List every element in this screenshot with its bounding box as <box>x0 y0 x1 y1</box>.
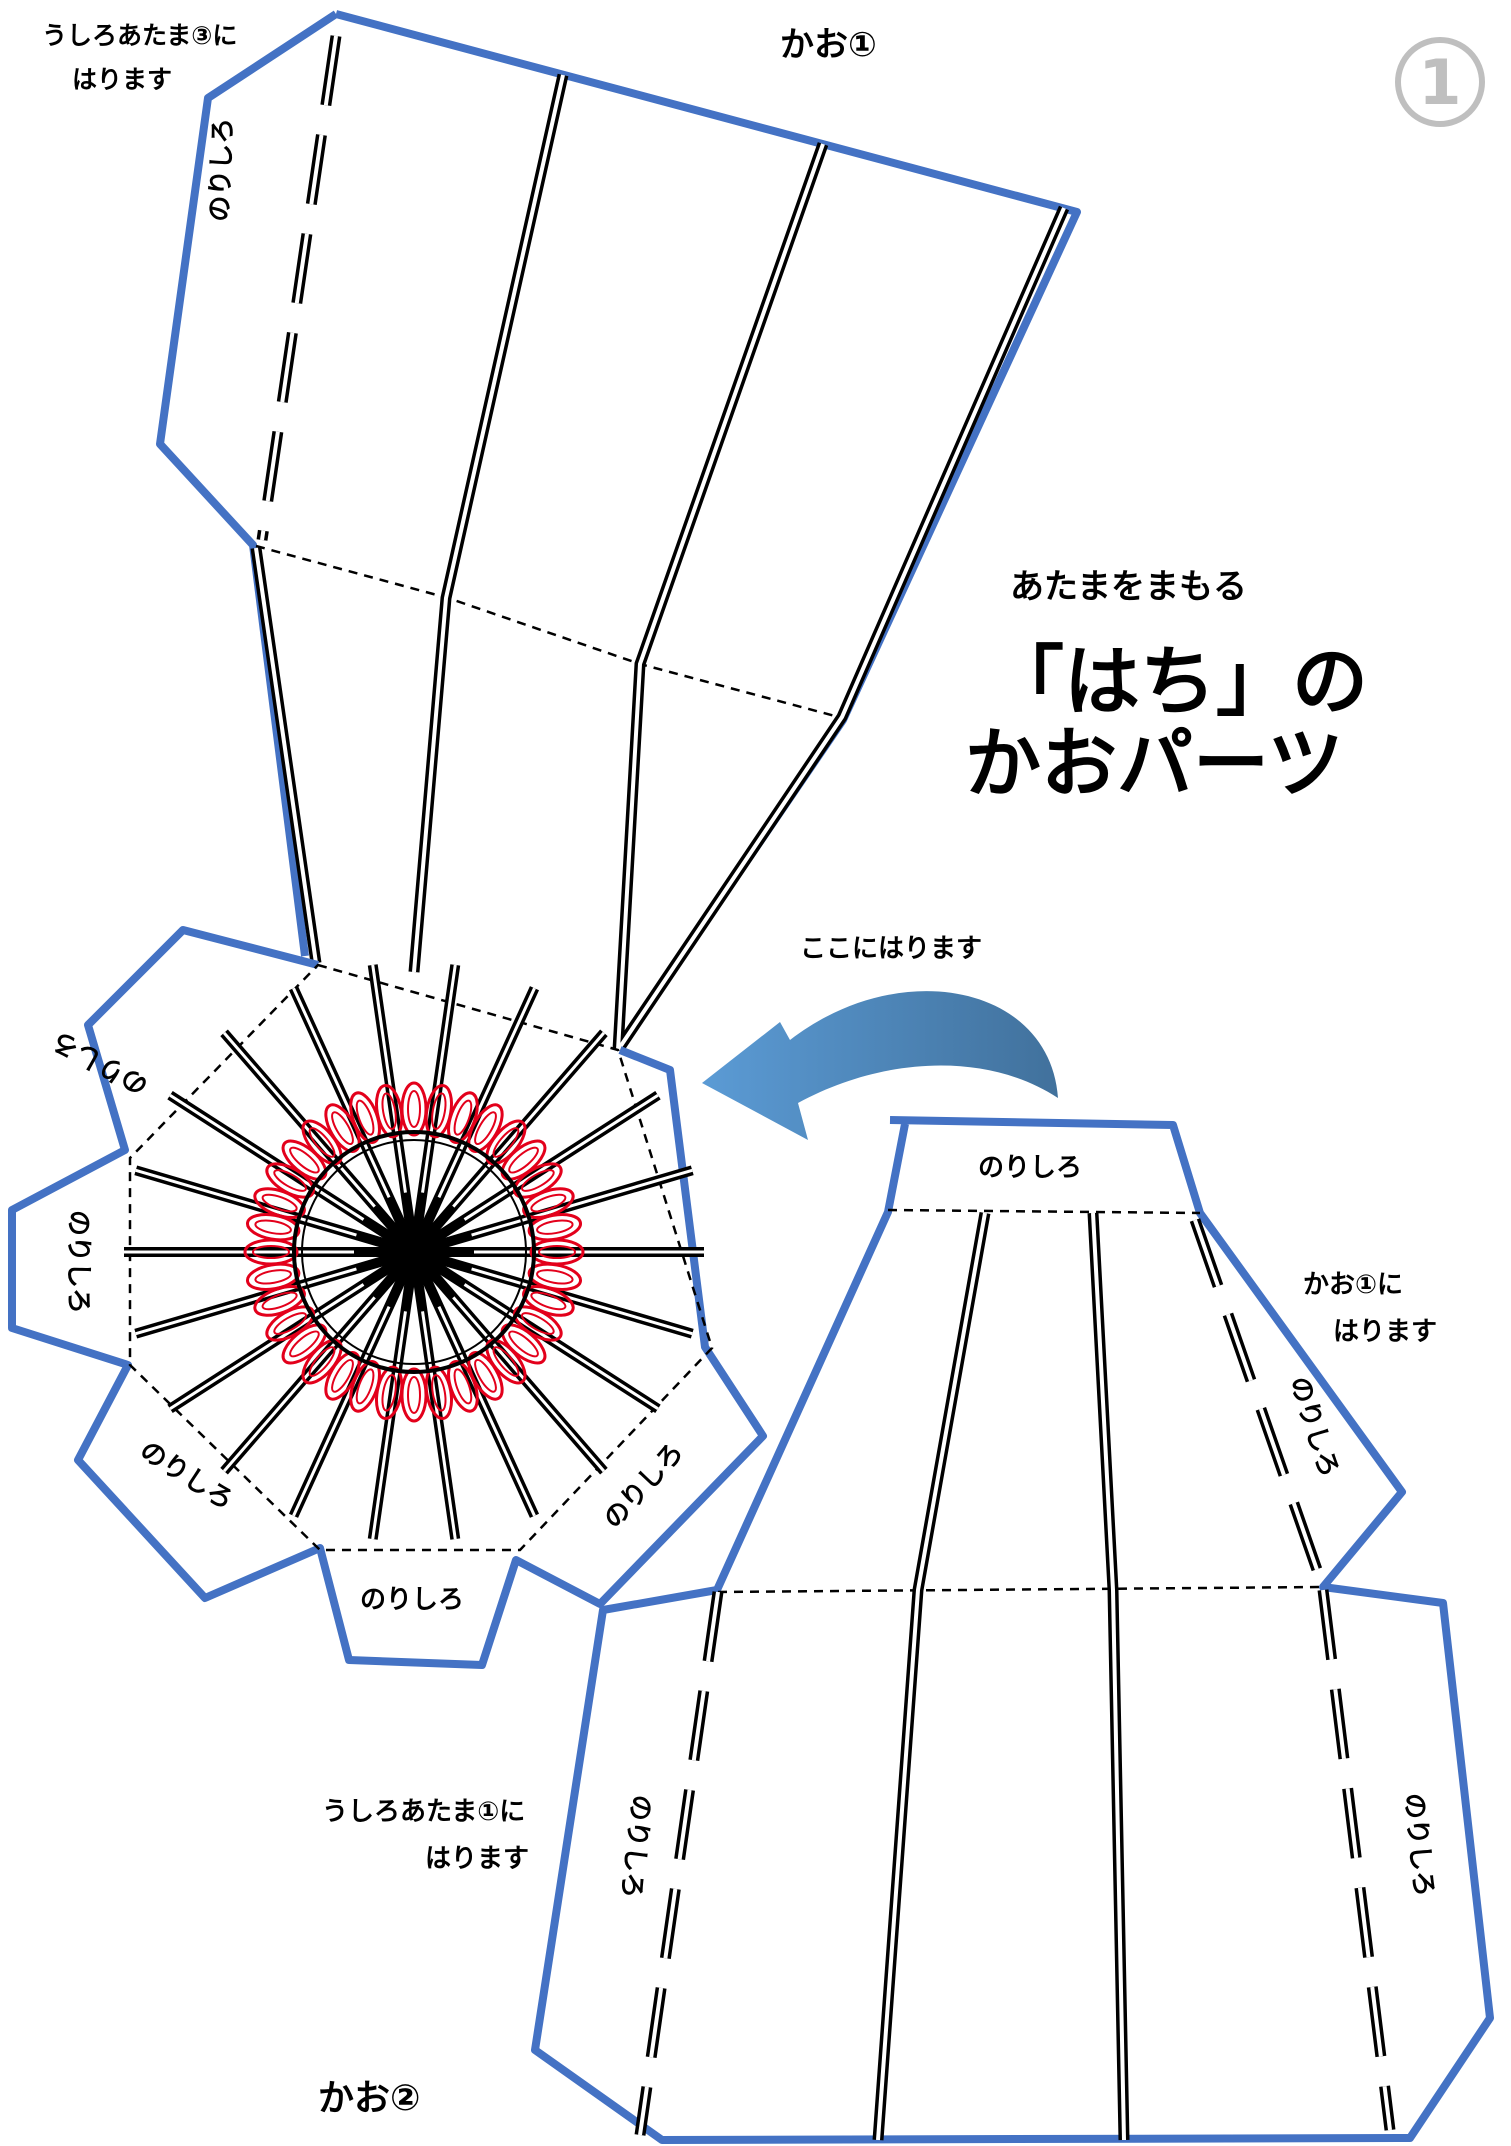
spoke-inner <box>463 1093 659 1221</box>
back3-attach-line1: うしろあたま③に <box>42 21 237 50</box>
spoke-inner <box>292 987 391 1199</box>
eye-ring-petals <box>243 1081 585 1423</box>
face2-label: かお② <box>318 2078 420 2119</box>
face2-piece: のりしろ のりしろ のりしろ のりしろ <box>531 1116 1494 2144</box>
eye-glue-tab-left: のりしろ <box>63 1210 93 1314</box>
eye-ring-petal-inner <box>530 1291 567 1311</box>
attach-here-label: ここにはります <box>800 934 982 964</box>
back3-attach-line2: はります <box>72 65 172 94</box>
eye-ring-petal-inner <box>289 1146 320 1174</box>
eye-ring-petal-inner <box>381 1092 397 1130</box>
eye-ring-petal-inner <box>536 1269 574 1285</box>
eye-ring-petal-inner <box>536 1219 574 1235</box>
spoke-inner <box>437 1305 536 1517</box>
eye-ring-petal-inner <box>453 1099 473 1136</box>
spoke-inner <box>452 1031 606 1208</box>
eye-glue-tab-bottom: のりしろ <box>360 1585 464 1615</box>
eye-ring-petal-inner <box>520 1169 555 1192</box>
face2-glue-tab-left: のりしろ <box>615 1793 656 1900</box>
eye-ring-petal-inner <box>331 1358 354 1393</box>
spoke-inner <box>135 1267 357 1336</box>
radial-spokes <box>124 964 704 1540</box>
eye-ring-petal-inner <box>538 1245 576 1259</box>
page-number-badge: 1 <box>1395 37 1485 127</box>
spoke-inner <box>292 1305 391 1517</box>
spoke-inner <box>471 1267 693 1336</box>
eye-ring-petal-inner <box>474 1111 497 1146</box>
eye-ring-petal-inner <box>273 1169 308 1192</box>
eye-ring-petal-inner <box>431 1374 447 1412</box>
spoke-inner <box>169 1283 365 1411</box>
eye-ring-petal-inner <box>530 1193 567 1213</box>
spoke-inner <box>421 1311 457 1540</box>
eye-ring-petal-inner <box>254 1269 292 1285</box>
spoke-inner <box>471 1168 693 1237</box>
eye-ring-petal-inner <box>407 1090 421 1128</box>
title-line3: かおパーツ <box>965 719 1343 808</box>
eye-ring-petal-inner <box>431 1092 447 1130</box>
face1-attach-line2: はります <box>1333 1317 1437 1347</box>
spoke-inner <box>169 1093 365 1221</box>
back1-attach-line2: はります <box>425 1844 529 1874</box>
eye-ring-petal-inner <box>492 1127 520 1158</box>
eye-ring-petal-inner <box>289 1330 320 1358</box>
face1-outline <box>156 10 1081 1053</box>
eye-glue-tab-upper-left: のりしろ <box>47 1025 153 1100</box>
face2-glue-tab-right-upper: のりしろ <box>1283 1373 1344 1481</box>
face2-glue-tab-right: のりしろ <box>1398 1792 1439 1899</box>
face2-outline <box>531 1116 1494 2144</box>
eye-ring-petal-inner <box>355 1368 375 1405</box>
spoke-inner <box>421 964 457 1193</box>
back1-attach-line1: うしろあたま①に <box>322 1797 525 1827</box>
spoke-inner <box>452 1296 606 1473</box>
spoke-inner <box>222 1031 376 1208</box>
eye-ring-petal-inner <box>261 1193 298 1213</box>
face1-attach-line1: かお①に <box>1303 1270 1403 1300</box>
eye-ring-petal-inner <box>261 1291 298 1311</box>
eye-ring-petal-inner <box>331 1111 354 1146</box>
face1-piece: のりしろ <box>156 10 1081 1054</box>
eye-ring-petal-inner <box>252 1245 290 1259</box>
page-number: 1 <box>1418 46 1461 119</box>
eye-glue-tab-lower-left: のりしろ <box>134 1435 238 1516</box>
eye-ring-petal-inner <box>492 1346 520 1377</box>
eye-ring-petal-inner <box>381 1374 397 1412</box>
title-line1: あたまをまもる <box>1010 567 1247 607</box>
face1-glue-tab-label: のりしろ <box>205 117 239 222</box>
spoke-inner <box>371 1311 407 1540</box>
spoke-inner <box>463 1283 659 1411</box>
face1-label: かお① <box>780 25 877 65</box>
face2-glue-tab-top: のりしろ <box>978 1153 1082 1183</box>
eye-ring-petal-inner <box>520 1312 555 1335</box>
eye-flower-piece: のりしろ のりしろ のりしろ のりしろ のりしろ <box>8 926 767 1669</box>
eye-ring-petal-inner <box>407 1376 421 1414</box>
eye-flower-outline <box>8 926 767 1669</box>
eye-ring-petal-inner <box>308 1127 336 1158</box>
eye-ring-petal-inner <box>273 1312 308 1335</box>
eye-ring-petal-inner <box>453 1368 473 1405</box>
eye-ring-petal <box>375 1083 404 1139</box>
spoke-inner <box>437 987 536 1199</box>
eye-ring-petal-inner <box>254 1219 292 1235</box>
spoke-inner <box>371 964 407 1193</box>
eye-ring-petal-inner <box>355 1099 375 1136</box>
spoke-inner <box>222 1296 376 1473</box>
eye-ring-petal-inner <box>508 1146 539 1174</box>
eye-ring-petal-inner <box>508 1330 539 1358</box>
spoke-inner <box>135 1168 357 1237</box>
eye-ring-petal-inner <box>474 1358 497 1393</box>
eye-ring-petal-inner <box>308 1346 336 1377</box>
attach-arrow <box>702 991 1058 1140</box>
title-line2: 「はち」の <box>988 637 1368 726</box>
